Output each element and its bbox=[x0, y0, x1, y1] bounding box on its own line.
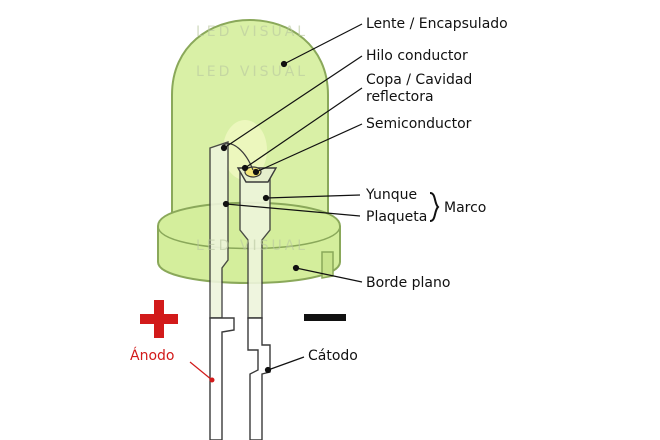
label-cathode: Cátodo bbox=[308, 348, 358, 364]
leader-semiconductor bbox=[255, 123, 363, 173]
dot-cathode bbox=[264, 366, 272, 374]
cathode-lead bbox=[247, 317, 271, 440]
dot-post bbox=[222, 200, 230, 208]
plus-symbol bbox=[140, 300, 178, 338]
watermark-1: LED VISUAL bbox=[196, 24, 308, 40]
leader-anvil bbox=[265, 194, 361, 199]
label-post: Plaqueta bbox=[366, 209, 427, 225]
minus-symbol bbox=[304, 314, 346, 321]
leader-lines bbox=[220, 23, 363, 374]
label-lens: Lente / Encapsulado bbox=[366, 16, 508, 32]
leader-lens bbox=[283, 23, 363, 65]
dot-flat-edge bbox=[292, 264, 300, 272]
chip-glow bbox=[223, 120, 267, 180]
label-cup-line1: Copa / Cavidad bbox=[366, 72, 472, 88]
dot-anvil bbox=[262, 194, 270, 202]
watermark-2: LED VISUAL bbox=[196, 64, 308, 80]
dot-anode bbox=[209, 377, 215, 383]
dot-semiconductor bbox=[252, 168, 260, 176]
label-anode: Ánodo bbox=[130, 347, 174, 364]
leader-anode-group bbox=[189, 361, 215, 383]
dot-wire bbox=[220, 144, 228, 152]
label-semiconductor: Semiconductor bbox=[366, 116, 472, 132]
anode-post bbox=[209, 141, 229, 319]
frame-brace bbox=[429, 192, 440, 222]
leader-cup bbox=[244, 87, 363, 169]
dot-cup bbox=[241, 164, 249, 172]
label-wire: Hilo conductor bbox=[366, 48, 468, 64]
label-frame: Marco bbox=[444, 200, 486, 216]
dot-lens bbox=[280, 60, 288, 68]
anode-lead bbox=[209, 317, 235, 440]
leader-anode bbox=[189, 361, 213, 381]
leader-wire bbox=[223, 55, 363, 149]
leader-post bbox=[225, 203, 361, 217]
label-flat-edge: Borde plano bbox=[366, 275, 450, 291]
watermark-3: LED VISUAL bbox=[196, 238, 308, 254]
label-cup-line2: reflectora bbox=[366, 89, 434, 105]
leader-cathode bbox=[267, 356, 305, 371]
leader-flat-edge bbox=[295, 267, 363, 283]
bond-wire bbox=[221, 143, 254, 171]
label-anvil: Yunque bbox=[365, 187, 417, 203]
